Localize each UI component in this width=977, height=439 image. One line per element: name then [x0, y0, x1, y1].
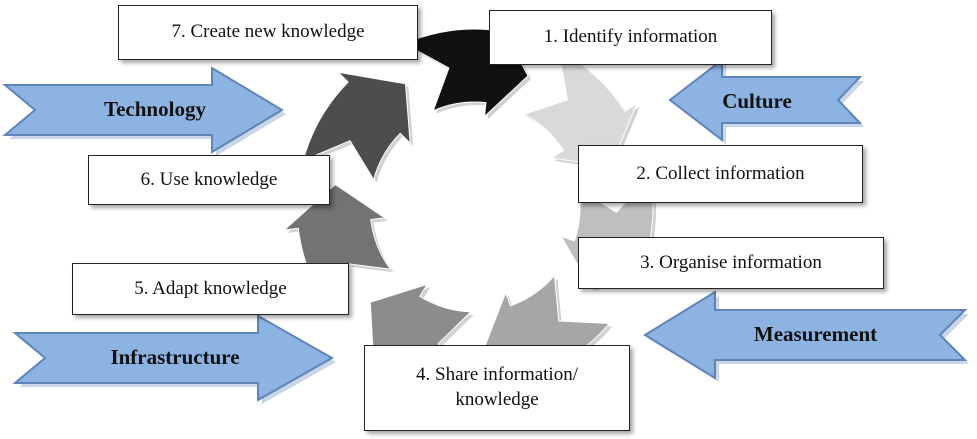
knowledge-cycle: [282, 14, 660, 391]
infrastructure-arrow: [12, 314, 336, 404]
step-6-label: 6. Use knowledge: [140, 168, 278, 190]
step-3-box: 3. Organise information: [578, 237, 884, 289]
step-3-label: 3. Organise information: [640, 251, 822, 273]
step-6-box: 6. Use knowledge: [88, 155, 330, 205]
infrastructure-label: Infrastructure: [110, 345, 240, 369]
culture-label: Culture: [722, 89, 792, 113]
measurement-arrow: [643, 290, 969, 382]
technology-arrow: [2, 66, 286, 156]
step-7-box: 7. Create new knowledge: [118, 5, 418, 60]
step-5-label: 5. Adapt knowledge: [134, 277, 287, 299]
technology-label: Technology: [104, 97, 206, 121]
step-1-label: 1. Identify information: [543, 26, 718, 48]
step-2-label: 2. Collect information: [636, 162, 805, 184]
step-1-box: 1. Identify information: [489, 10, 772, 65]
measurement-label: Measurement: [753, 322, 878, 346]
cycle-segment-6: [302, 71, 411, 181]
step-2-box: 2. Collect information: [578, 145, 863, 203]
culture-arrow: [668, 57, 864, 144]
step-4-box: 4. Share information/ knowledge: [364, 345, 630, 431]
step-7-label: 7. Create new knowledge: [171, 21, 365, 43]
step-5-box: 5. Adapt knowledge: [72, 263, 349, 315]
step-4-label: 4. Share information/ knowledge: [416, 364, 578, 410]
